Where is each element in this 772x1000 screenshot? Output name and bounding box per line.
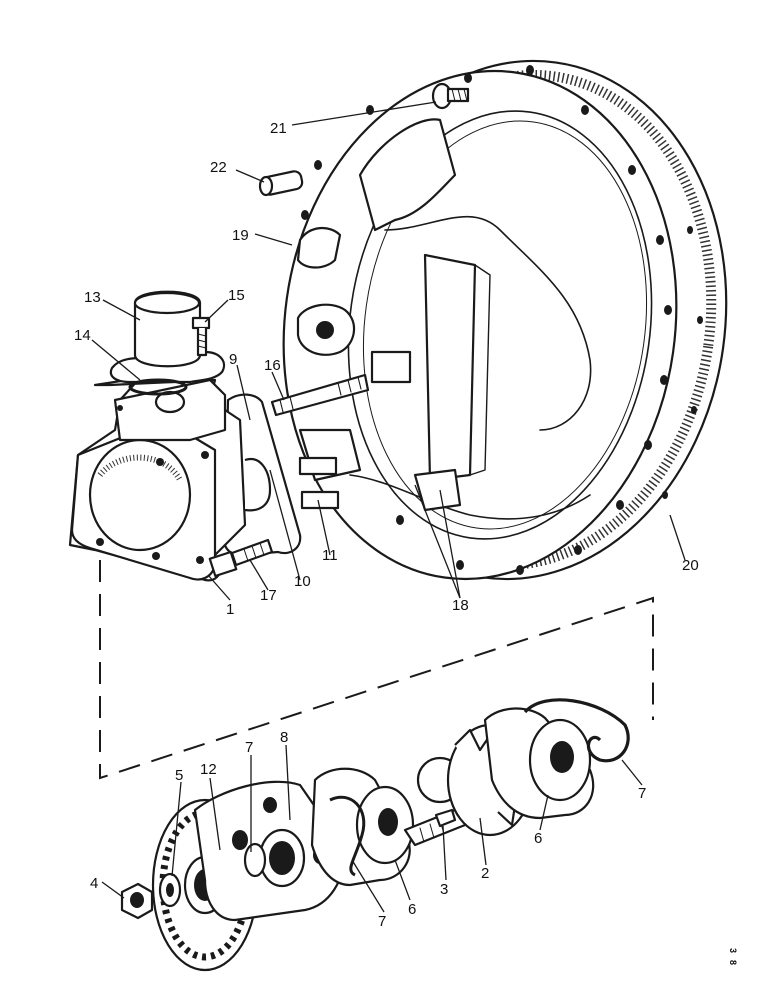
cover-13-top: [133, 291, 201, 315]
o-ring-14: [128, 378, 188, 396]
callout-7-plate: 7: [245, 739, 253, 756]
callout-5: 5: [175, 767, 183, 784]
dowel-22: [258, 170, 304, 197]
callout-7-right: 7: [638, 785, 646, 802]
nut-4: [120, 882, 154, 920]
callout-12: 12: [200, 761, 217, 778]
housing-rim-hatch: [323, 69, 717, 571]
housing-side-lug: [413, 468, 462, 512]
callout-19: 19: [232, 227, 249, 244]
callout-8: 8: [280, 729, 288, 746]
housing-column-side: [469, 264, 491, 476]
rotor-6-right: [483, 707, 595, 820]
callout-10: 10: [294, 573, 311, 590]
callout-7-middle: 7: [378, 913, 386, 930]
callout-6-right: 6: [534, 830, 542, 847]
washer-5: [158, 872, 182, 908]
pump-bore: [88, 438, 192, 552]
screw-15: [191, 316, 211, 357]
housing-left-bracket: [296, 227, 342, 269]
housing-lug-hole: [316, 321, 334, 339]
housing-rib: [384, 215, 592, 431]
corner-code-line1: 3: [728, 948, 738, 953]
o-ring-7-right: [523, 698, 630, 763]
callout-labels: 21 22 19 13 15 14 9 16 11 10 17 1 18 20 …: [74, 120, 699, 930]
callout-16: 16: [264, 357, 281, 374]
stud-16: [270, 373, 370, 417]
callout-3: 3: [440, 881, 448, 898]
bolt-17: [208, 538, 274, 578]
callout-2: 2: [481, 865, 489, 882]
assembly-outline: [99, 560, 654, 780]
lower-gear-train: [120, 698, 630, 972]
callout-1: 1: [226, 601, 234, 618]
callout-4: 4: [90, 875, 98, 892]
callout-20: 20: [682, 557, 699, 574]
key-3: [434, 808, 457, 828]
pump-shaft-stub: [244, 457, 272, 512]
callout-15: 15: [228, 287, 245, 304]
callout-9: 9: [229, 351, 237, 368]
seal-7-small: [243, 842, 267, 878]
housing-upper-web: [358, 118, 457, 232]
housing-lower-web: [349, 474, 591, 520]
callout-21: 21: [270, 120, 287, 137]
callout-17: 17: [260, 587, 277, 604]
corner-code: 3 8: [728, 948, 738, 965]
plate-8: [193, 780, 347, 922]
pump-face-holes: [96, 405, 209, 564]
housing-assembly: [282, 59, 728, 581]
leader-lines: [91, 101, 686, 913]
flange-bolt-holes: [301, 65, 703, 575]
callout-18: 18: [452, 597, 469, 614]
callout-13: 13: [84, 289, 101, 306]
corner-code-line2: 8: [728, 960, 738, 965]
screw-21: [431, 82, 470, 110]
housing-inner-ring-2: [362, 120, 648, 530]
housing-pad: [370, 350, 412, 384]
callout-14: 14: [74, 327, 91, 344]
pump-assembly: [68, 290, 302, 582]
housing-column: [423, 253, 477, 482]
callout-6-left: 6: [408, 901, 416, 918]
housing-inner-ring: [347, 110, 653, 540]
callout-11: 11: [322, 547, 338, 564]
o-ring-7-middle: [329, 795, 366, 877]
callout-22: 22: [210, 159, 227, 176]
